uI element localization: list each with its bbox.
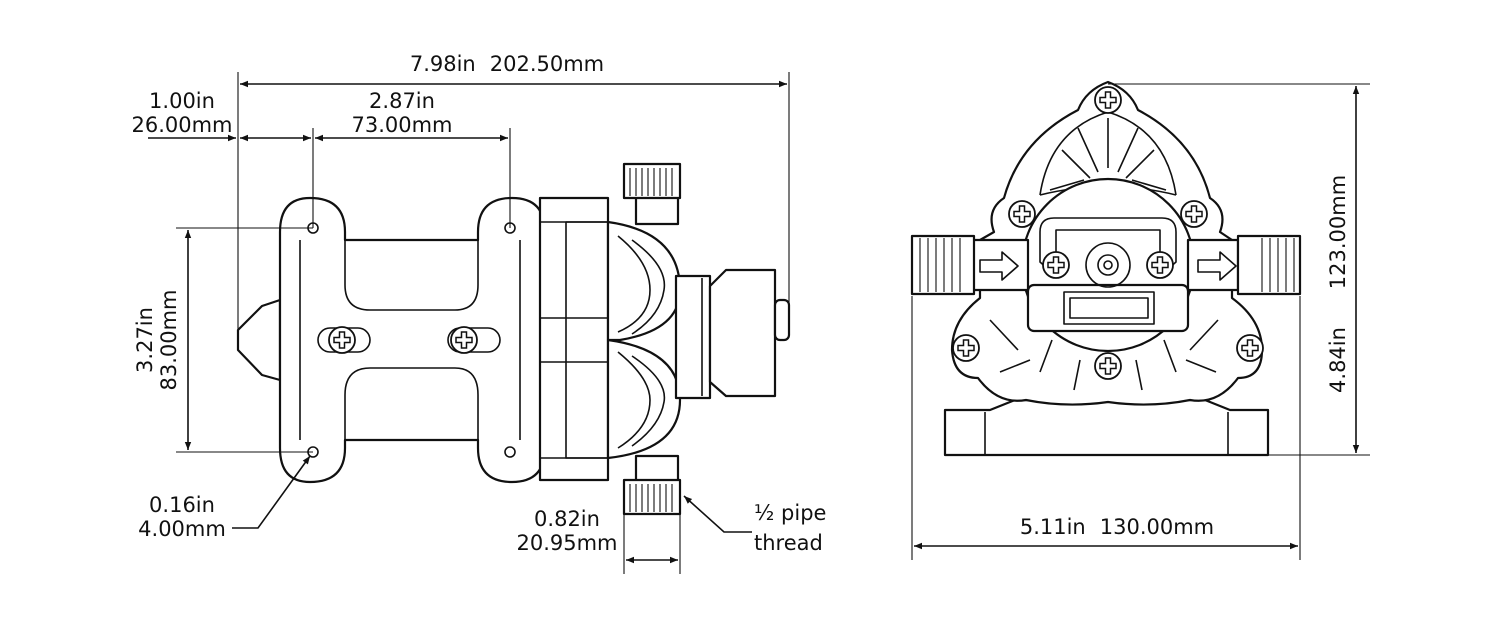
valve-dome bbox=[606, 338, 682, 460]
flow-arrow-icon bbox=[1197, 251, 1237, 281]
hole-diameter-mm-label: 4.00mm bbox=[138, 517, 226, 541]
flow-arrow-icon bbox=[979, 251, 1019, 281]
outlet-thread bbox=[622, 162, 682, 200]
outlet-port bbox=[634, 194, 680, 226]
height-mm-label: 123.00mm bbox=[1326, 175, 1350, 289]
mount-hole bbox=[504, 446, 516, 458]
housing-screw-icon bbox=[1042, 251, 1070, 279]
hole-spacing-h-in-label: 2.87in bbox=[369, 89, 435, 113]
hole-spacing-v-in-label: 3.27in bbox=[133, 307, 157, 373]
mount-offset-mm-label: 26.00mm bbox=[131, 113, 232, 137]
pump-head bbox=[538, 196, 610, 482]
pressure-switch bbox=[708, 268, 777, 398]
thread-note-line2: thread bbox=[754, 531, 823, 555]
mount-offset-in-label: 1.00in bbox=[149, 89, 215, 113]
port-width-mm-label: 20.95mm bbox=[516, 531, 617, 555]
switch-cap bbox=[773, 298, 791, 342]
plate-screw-icon bbox=[450, 326, 478, 354]
hole-spacing-h-mm-label: 73.00mm bbox=[351, 113, 452, 137]
plate-screw-icon bbox=[328, 326, 356, 354]
port-width-in-label: 0.82in bbox=[534, 507, 600, 531]
inlet-port bbox=[634, 454, 680, 484]
side-view-pump bbox=[236, 162, 791, 516]
housing-screw-icon bbox=[1094, 352, 1122, 380]
switch-body bbox=[674, 274, 712, 400]
right-thread bbox=[1236, 234, 1302, 296]
housing-screw-icon bbox=[1236, 334, 1264, 362]
left-thread bbox=[910, 234, 976, 296]
front-view-pump bbox=[910, 80, 1302, 457]
housing-screw-icon bbox=[1094, 86, 1122, 114]
height-in-label: 4.84in bbox=[1326, 327, 1350, 393]
pump-base bbox=[943, 398, 1270, 457]
mounting-plate bbox=[278, 196, 547, 484]
housing-screw-icon bbox=[952, 334, 980, 362]
hole-spacing-v-mm-label: 83.00mm bbox=[157, 289, 181, 390]
thread-note-line1: ½ pipe bbox=[754, 501, 826, 525]
valve-dome bbox=[606, 220, 682, 342]
right-port-body bbox=[1186, 238, 1240, 292]
hole-diameter-leader bbox=[232, 455, 311, 529]
housing-screw-icon bbox=[1180, 200, 1208, 228]
thread-leader bbox=[683, 495, 752, 533]
hole-diameter-in-label: 0.16in bbox=[149, 493, 215, 517]
left-port-body bbox=[966, 238, 1030, 292]
motor-end-cap bbox=[236, 298, 282, 382]
switch-housing bbox=[1026, 283, 1190, 333]
housing-screw-icon bbox=[1146, 251, 1174, 279]
housing-screw-icon bbox=[1008, 200, 1036, 228]
